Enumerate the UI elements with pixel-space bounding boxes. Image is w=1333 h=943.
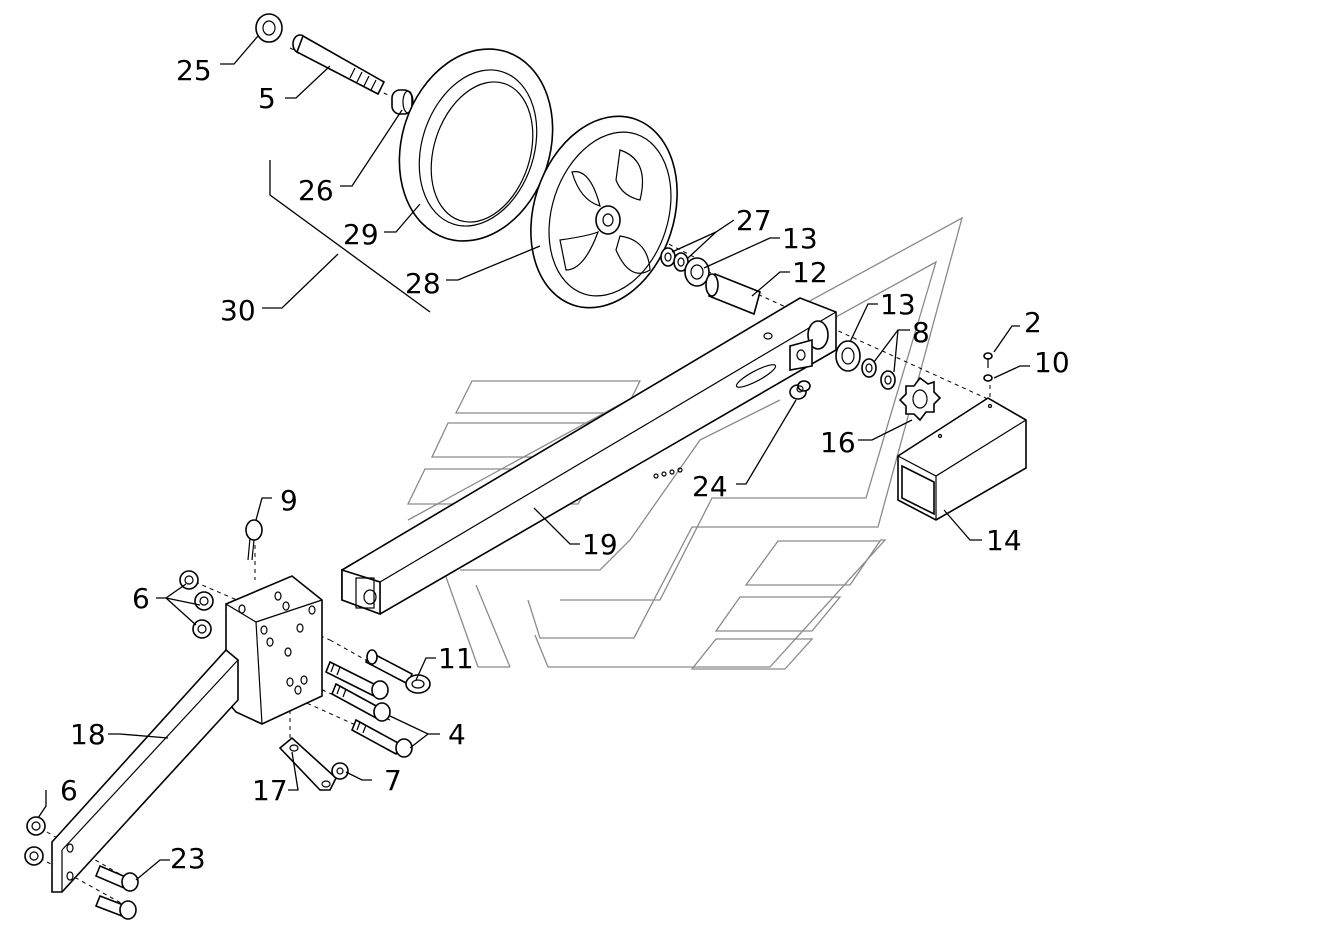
cover-14 xyxy=(897,397,1027,521)
label-29: 29 xyxy=(343,218,379,251)
sprocket-16 xyxy=(898,376,942,422)
bolts-23 xyxy=(94,864,139,920)
bolt-5 xyxy=(292,34,386,96)
label-12: 12 xyxy=(792,256,828,289)
wheel-rim-28 xyxy=(530,115,678,309)
callout-labels: 25 5 26 29 28 30 27 13 12 13 8 2 10 16 2… xyxy=(60,54,1070,875)
nuts-6-lower xyxy=(24,816,46,866)
watermark-logo xyxy=(406,216,964,670)
label-24: 24 xyxy=(692,470,728,503)
label-8: 8 xyxy=(912,316,930,349)
screw-2 xyxy=(983,352,993,368)
label-5: 5 xyxy=(258,82,276,115)
label-28: 28 xyxy=(405,267,441,300)
bushing-12 xyxy=(705,272,761,316)
clip-17 xyxy=(278,736,337,791)
label-10: 10 xyxy=(1034,346,1070,379)
label-26: 26 xyxy=(298,174,334,207)
label-9: 9 xyxy=(280,484,298,517)
label-30: 30 xyxy=(220,294,256,327)
label-13-lower: 13 xyxy=(880,288,916,321)
label-6-upper: 6 xyxy=(132,582,150,615)
label-7: 7 xyxy=(384,764,402,797)
label-25: 25 xyxy=(176,54,212,87)
washers-8 xyxy=(861,358,896,390)
bearing-13-upper xyxy=(684,257,710,287)
arm-18 xyxy=(51,648,239,893)
beam-19 xyxy=(341,297,837,616)
bearing-13-lower xyxy=(835,340,861,372)
nut-25 xyxy=(255,13,283,43)
label-18: 18 xyxy=(70,718,106,751)
label-14: 14 xyxy=(986,524,1022,557)
bracket-plate xyxy=(225,575,323,725)
label-16: 16 xyxy=(820,426,856,459)
label-19: 19 xyxy=(582,528,618,561)
label-2: 2 xyxy=(1024,306,1042,339)
label-6-lower: 6 xyxy=(60,774,78,807)
label-11: 11 xyxy=(438,642,474,675)
label-4: 4 xyxy=(448,718,466,751)
nut-7 xyxy=(331,762,349,780)
label-23: 23 xyxy=(170,842,206,875)
nipple-24 xyxy=(789,380,811,400)
leader-lines xyxy=(37,35,1030,881)
bolts-4 xyxy=(324,660,413,758)
tyre-29 xyxy=(398,48,554,242)
spacer-26 xyxy=(391,89,414,115)
pin-9 xyxy=(245,519,263,561)
label-17: 17 xyxy=(252,774,288,807)
label-27: 27 xyxy=(736,204,772,237)
washer-10 xyxy=(983,374,993,382)
label-13-upper: 13 xyxy=(782,222,818,255)
